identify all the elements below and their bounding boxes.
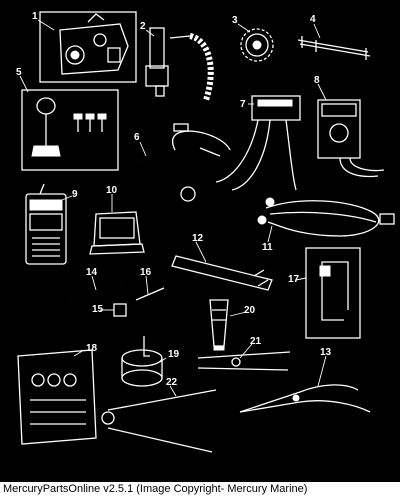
part-13-drawing: [239, 384, 371, 413]
callout-5: 5: [16, 67, 22, 78]
part-4-drawing: [297, 36, 371, 60]
part-21-drawing: [197, 351, 291, 371]
part-8-drawing: [317, 99, 385, 178]
callout-13: 13: [320, 347, 332, 358]
callout-12: 12: [192, 233, 204, 244]
callout-16: 16: [140, 267, 152, 278]
callout-21: 21: [250, 336, 262, 347]
part-6-drawing: [139, 123, 231, 202]
callout-1: 1: [32, 11, 38, 22]
callout-19: 19: [168, 349, 180, 360]
part-5-drawing: [21, 89, 119, 171]
callout-3: 3: [232, 15, 238, 26]
callout-15: 15: [92, 304, 104, 315]
part-11-drawing: [257, 197, 395, 237]
leader-lines: [19, 19, 327, 397]
image-caption: MercuryPartsOnline v2.5.1 (Image Copyrig…: [0, 482, 400, 497]
callout-9: 9: [72, 189, 78, 200]
callout-18: 18: [86, 343, 98, 354]
part-3-drawing: [240, 28, 274, 62]
callout-22: 22: [166, 377, 178, 388]
callout-14: 14: [86, 267, 98, 278]
callout-20: 20: [244, 305, 256, 316]
part-12-drawing: [171, 255, 273, 291]
part-7-drawing: [215, 95, 301, 191]
part-2-drawing: [145, 27, 214, 101]
part-10-drawing: [89, 211, 145, 255]
part-19-drawing: [121, 336, 163, 387]
part-14-15-16-drawing: [69, 280, 165, 317]
callout-4: 4: [310, 14, 316, 25]
part-17-drawing: [305, 247, 361, 339]
diagram-canvas: [17, 11, 395, 453]
callout-10: 10: [106, 185, 118, 196]
callout-8: 8: [314, 75, 320, 86]
part-20-drawing: [209, 299, 229, 351]
callout-7: 7: [240, 99, 246, 110]
callout-11: 11: [262, 242, 273, 253]
callout-17: 17: [288, 274, 300, 285]
part-22-drawing: [101, 389, 217, 453]
part-1-drawing: [39, 11, 137, 83]
callout-6: 6: [134, 132, 140, 143]
part-9-drawing: [25, 183, 67, 265]
callout-2: 2: [140, 21, 146, 32]
part-18-drawing: [17, 349, 97, 445]
